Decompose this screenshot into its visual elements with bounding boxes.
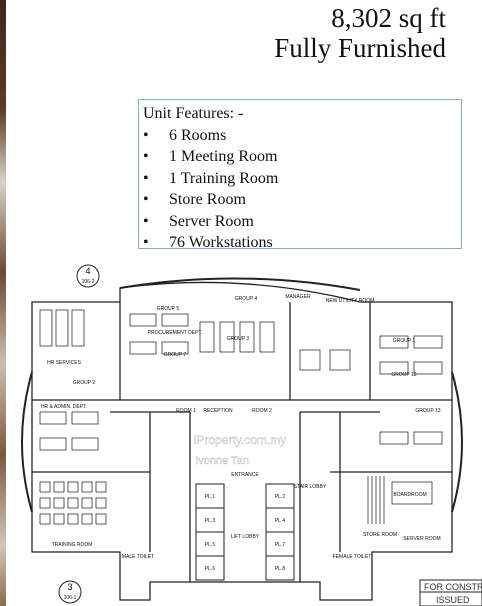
svg-text:PL.3: PL.3 [205, 518, 216, 524]
svg-text:PL.5: PL.5 [205, 542, 216, 548]
floor-plan: 4 106-2 3 106-1 GROUP 5 GROUP 4 PROCUREM… [21, 264, 482, 606]
svg-text:PROCUREMENT DEPT.: PROCUREMENT DEPT. [148, 330, 203, 336]
unit-features-title: Unit Features: - [143, 105, 244, 122]
watermark-text: iProperty.com.my [194, 433, 286, 447]
svg-text:PL.2: PL.2 [275, 494, 286, 500]
feature-item: •Store Room [143, 189, 455, 211]
grid-bubble-bottom [58, 580, 82, 604]
svg-text:GROUP 7: GROUP 7 [164, 352, 187, 358]
svg-text:MANAGER: MANAGER [285, 294, 311, 300]
watermark-user: Ivonne Tan [195, 455, 249, 467]
grid-bubble-top [76, 264, 100, 288]
unit-features-box: Unit Features: - •6 Rooms •1 Meeting Roo… [138, 99, 462, 251]
bullet-icon: • [143, 148, 149, 165]
svg-text:GROUP 5: GROUP 5 [157, 306, 180, 312]
svg-text:GROUP 4: GROUP 4 [235, 296, 258, 302]
svg-text:GROUP 3: GROUP 3 [227, 336, 250, 342]
svg-text:FEMALE TOILET: FEMALE TOILET [333, 554, 372, 560]
svg-text:LIFT LOBBY: LIFT LOBBY [231, 534, 260, 540]
svg-text:STORE ROOM: STORE ROOM [363, 532, 397, 538]
svg-text:PL.7: PL.7 [275, 542, 286, 548]
svg-text:SERVER ROOM: SERVER ROOM [403, 536, 440, 542]
feature-item: •1 Meeting Room [143, 146, 455, 168]
svg-text:STAIR LOBBY: STAIR LOBBY [294, 484, 327, 490]
feature-item: •1 Training Room [143, 168, 455, 190]
svg-text:GROUP 1: GROUP 1 [393, 338, 416, 344]
svg-text:RECEPTION: RECEPTION [203, 408, 233, 414]
furnishing-heading: Fully Furnished [274, 33, 446, 63]
svg-text:ROOM 1: ROOM 1 [176, 408, 196, 414]
feature-item: •Server Room [143, 211, 455, 233]
area-heading: 8,302 sq ft [331, 3, 446, 33]
bullet-icon: • [143, 234, 149, 251]
grid-label-bottom: 3 [67, 582, 72, 592]
feature-item: •6 Rooms [143, 125, 455, 147]
curved-facade [119, 277, 361, 291]
feature-item: •76 Workstations [143, 232, 455, 254]
stamp-construction: FOR CONSTRU [424, 582, 482, 592]
bullet-icon: • [143, 126, 149, 144]
svg-text:GROUP 12: GROUP 12 [391, 372, 416, 378]
svg-text:GROUP 2: GROUP 2 [73, 380, 96, 386]
svg-text:106-1: 106-1 [64, 595, 77, 601]
svg-text:HR & ADMIN. DEPT.: HR & ADMIN. DEPT. [41, 404, 87, 410]
bullet-icon: • [143, 169, 149, 187]
unit-features-list: •6 Rooms •1 Meeting Room •1 Training Roo… [143, 125, 455, 254]
bullet-icon: • [143, 212, 149, 230]
svg-text:GROUP 13: GROUP 13 [415, 408, 440, 414]
svg-text:PL.1: PL.1 [205, 494, 216, 500]
svg-text:ENTRANCE: ENTRANCE [231, 472, 259, 478]
left-edge-photo-strip [0, 0, 6, 606]
svg-text:PL.8: PL.8 [275, 566, 286, 572]
svg-text:HR SERVICES: HR SERVICES [47, 360, 81, 366]
grid-label-top: 4 [85, 266, 90, 276]
issue-stamp [419, 579, 482, 606]
svg-text:ROOM 2: ROOM 2 [252, 408, 272, 414]
stamp-issued: ISSUED [436, 595, 470, 605]
svg-text:TRAINING ROOM: TRAINING ROOM [52, 542, 93, 548]
svg-text:NEW UTILITY ROOM: NEW UTILITY ROOM [326, 298, 375, 304]
bullet-icon: • [143, 191, 149, 208]
svg-text:PL.4: PL.4 [275, 518, 286, 524]
svg-text:106-2: 106-2 [82, 279, 95, 285]
svg-text:BOARDROOM: BOARDROOM [393, 492, 426, 498]
svg-text:PL.6: PL.6 [205, 566, 216, 572]
svg-text:MALE TOILET: MALE TOILET [122, 554, 154, 560]
